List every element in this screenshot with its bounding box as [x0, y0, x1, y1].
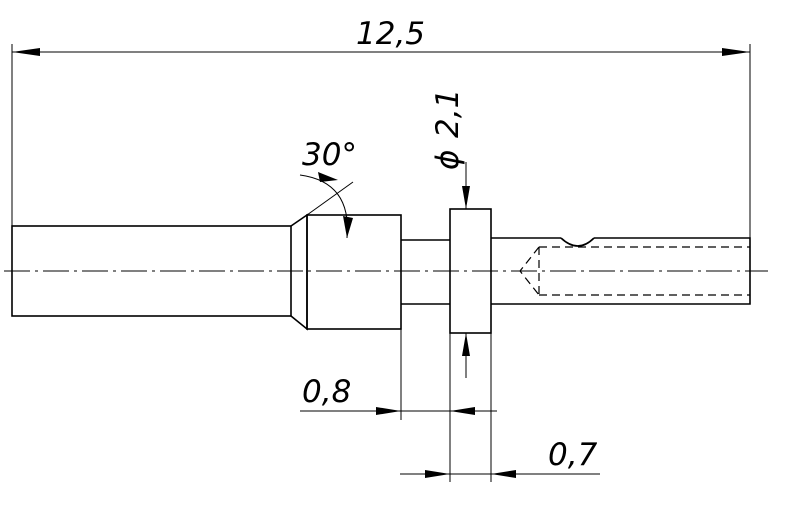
- dim-overall-length: 12,5: [11, 16, 751, 238]
- dim-collar-width: 0,7: [400, 333, 600, 482]
- diameter-symbol: ϕ: [430, 150, 466, 170]
- dim-collar-diameter: ϕ 2,1: [430, 89, 470, 378]
- groove-width-label: 0,8: [302, 374, 351, 410]
- chamfer: [290, 213, 308, 331]
- dim-groove-width: 0,8: [300, 304, 497, 482]
- collar-body: [306, 214, 402, 330]
- chamfer-angle-label: 30°: [302, 137, 357, 173]
- collar-diameter-label: 2,1: [430, 89, 466, 138]
- dim-chamfer-angle: 30°: [299, 137, 357, 239]
- overall-length-label: 12,5: [356, 16, 425, 52]
- crimp-notch: [560, 237, 595, 247]
- collar-width-label: 0,7: [548, 437, 598, 473]
